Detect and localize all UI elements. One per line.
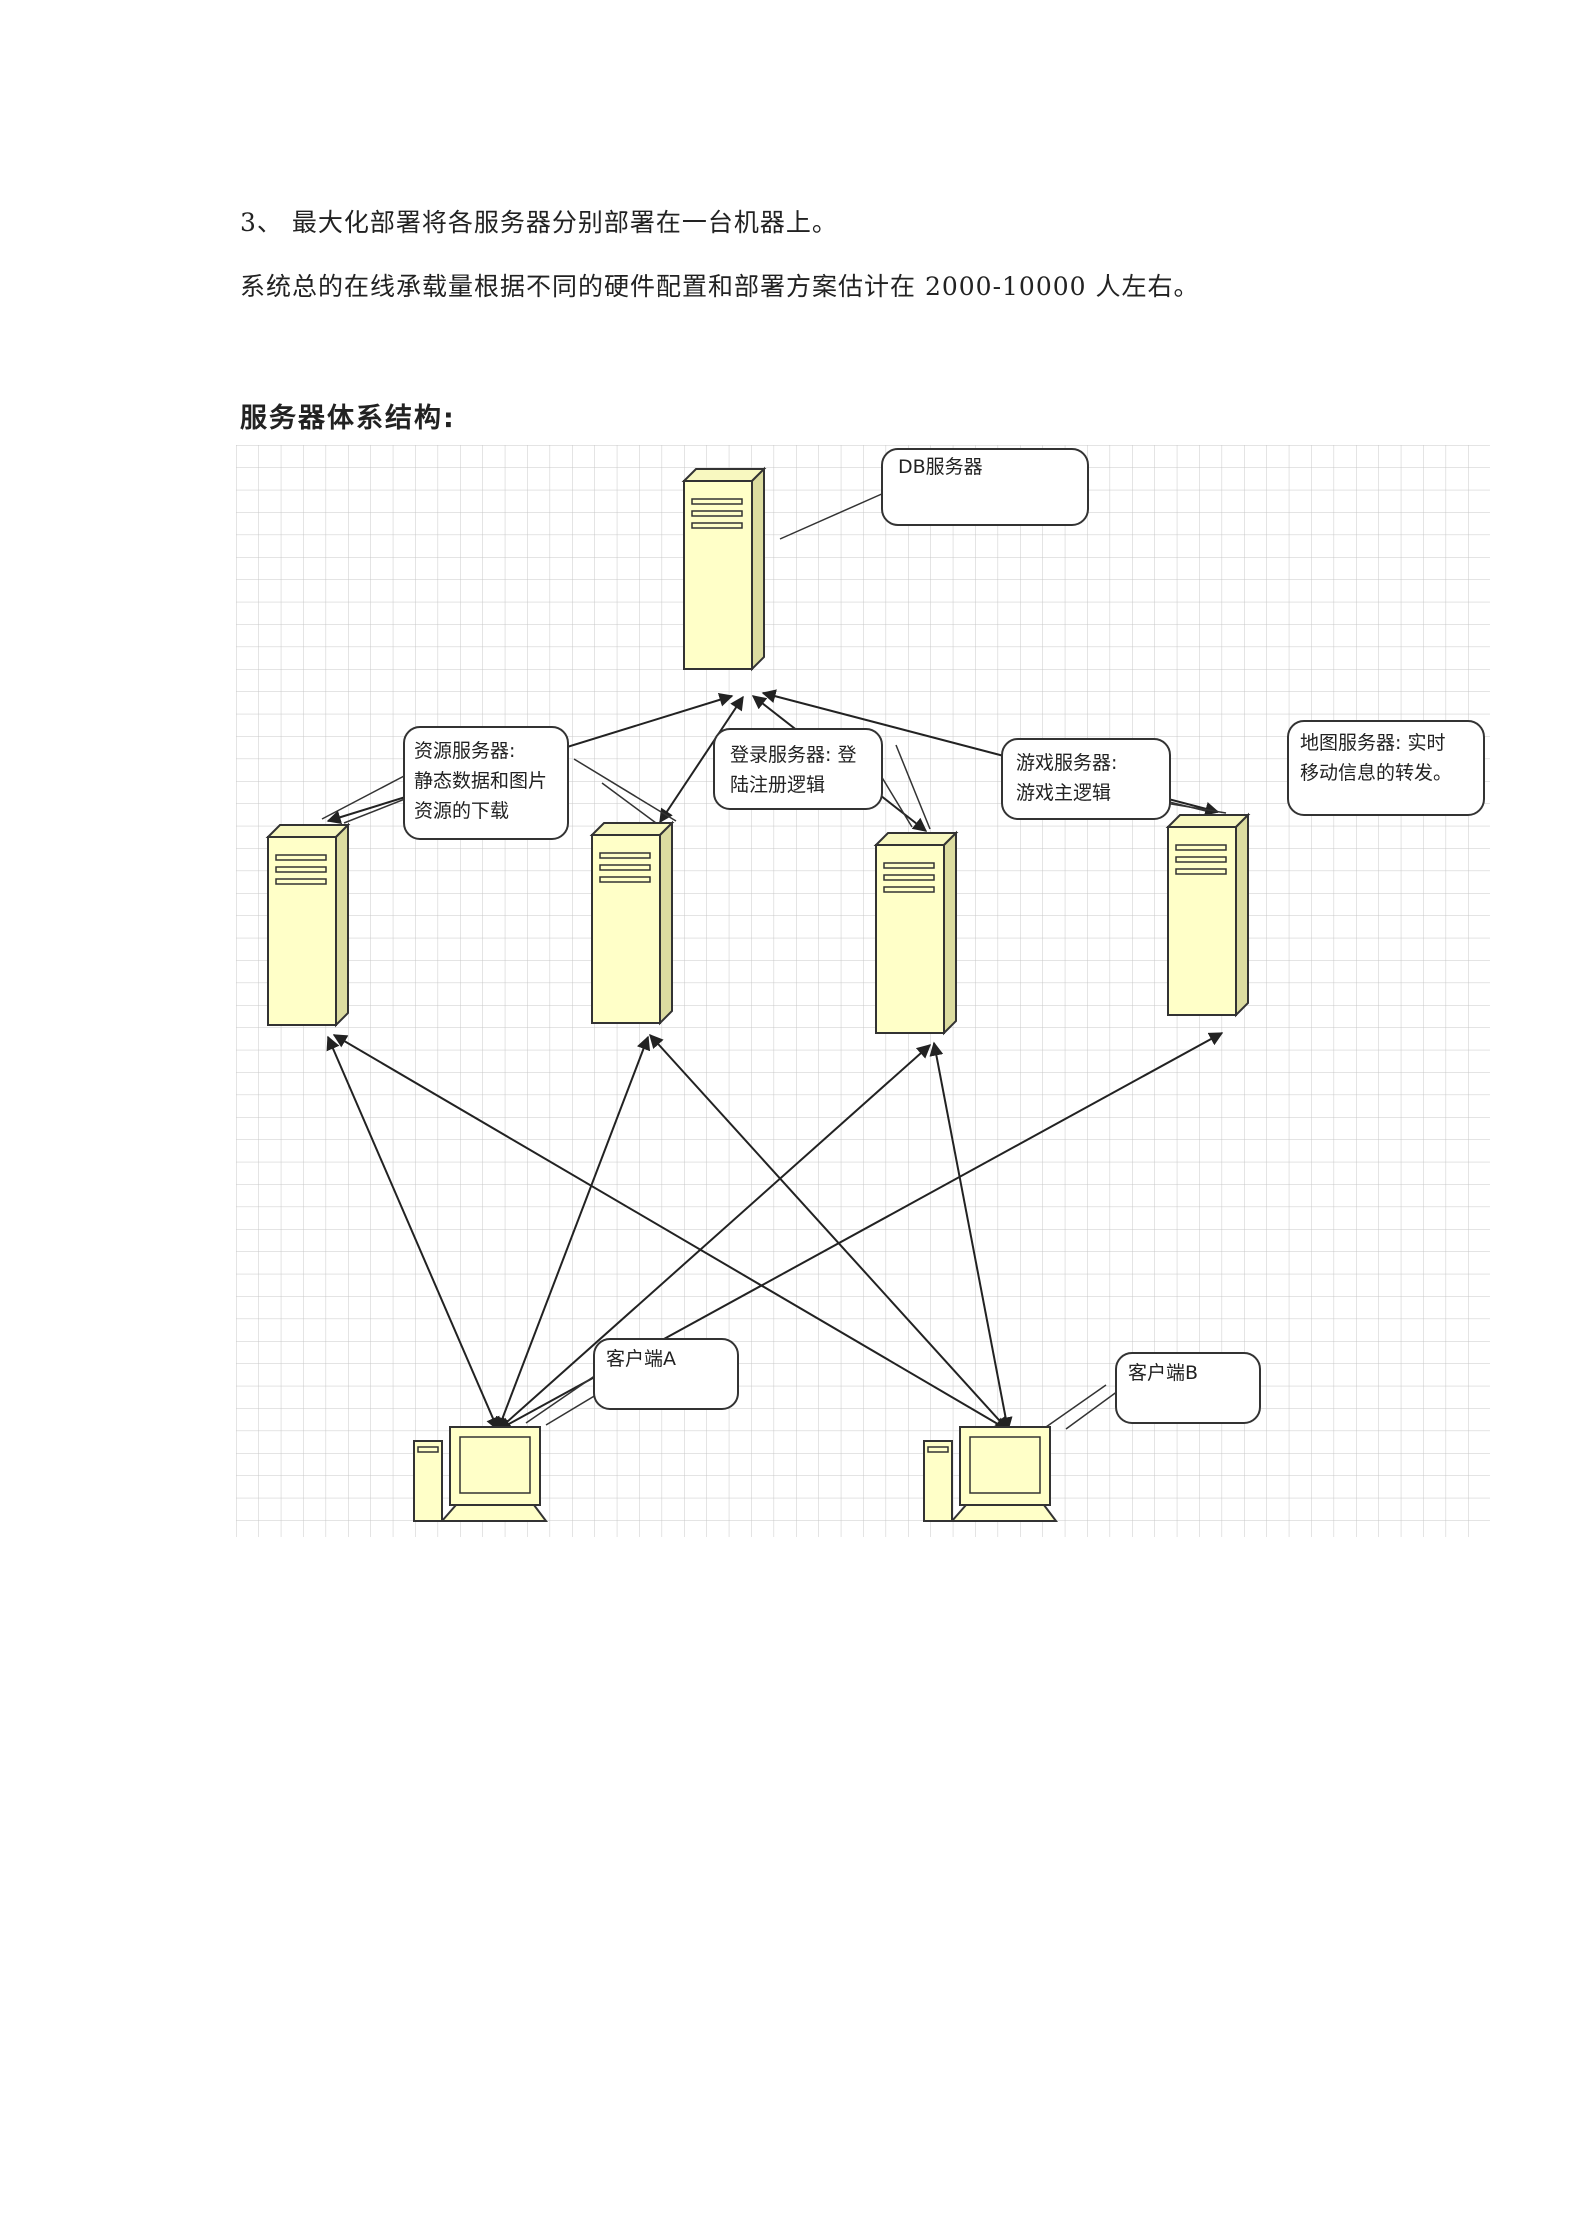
section-heading: 服务器体系结构:: [240, 403, 456, 434]
server-architecture-diagram: DB服务器 资源服务器: 静态数据和图片 资源的下载 登录服务器: 登 陆注册逻…: [236, 445, 1490, 1537]
client-b-computer: [923, 1426, 1057, 1522]
game-server-label-line1: 游戏服务器:: [1016, 752, 1117, 774]
map-server-label-line2: 移动信息的转发。: [1300, 762, 1452, 784]
login-server-label-line2: 陆注册逻辑: [730, 774, 825, 796]
resource-server-label-line1: 资源服务器:: [414, 740, 515, 762]
map-server-label-line1: 地图服务器: 实时: [1300, 732, 1445, 754]
game-server-label-line2: 游戏主逻辑: [1016, 782, 1111, 804]
client-a-computer: [413, 1426, 547, 1522]
client-a-label: 客户端A: [606, 1348, 676, 1370]
resource-server-label-line2: 静态数据和图片: [414, 770, 547, 792]
paragraph-item3: 3、 最大化部署将各服务器分别部署在一台机器上。: [240, 208, 838, 237]
login-server-label-line1: 登录服务器: 登: [730, 744, 856, 766]
db-server: [683, 468, 765, 670]
resource-server-label-line3: 资源的下载: [414, 800, 509, 822]
client-b-label: 客户端B: [1128, 1362, 1198, 1384]
login-server: [591, 822, 673, 1024]
paragraph-capacity: 系统总的在线承载量根据不同的硬件配置和部署方案估计在 2000-10000 人左…: [240, 272, 1200, 301]
db-server-label: DB服务器: [898, 456, 983, 478]
resource-server: [267, 824, 349, 1026]
map-server: [1167, 814, 1249, 1016]
game-server: [875, 832, 957, 1034]
arrows-client-server: [326, 1032, 1224, 1432]
